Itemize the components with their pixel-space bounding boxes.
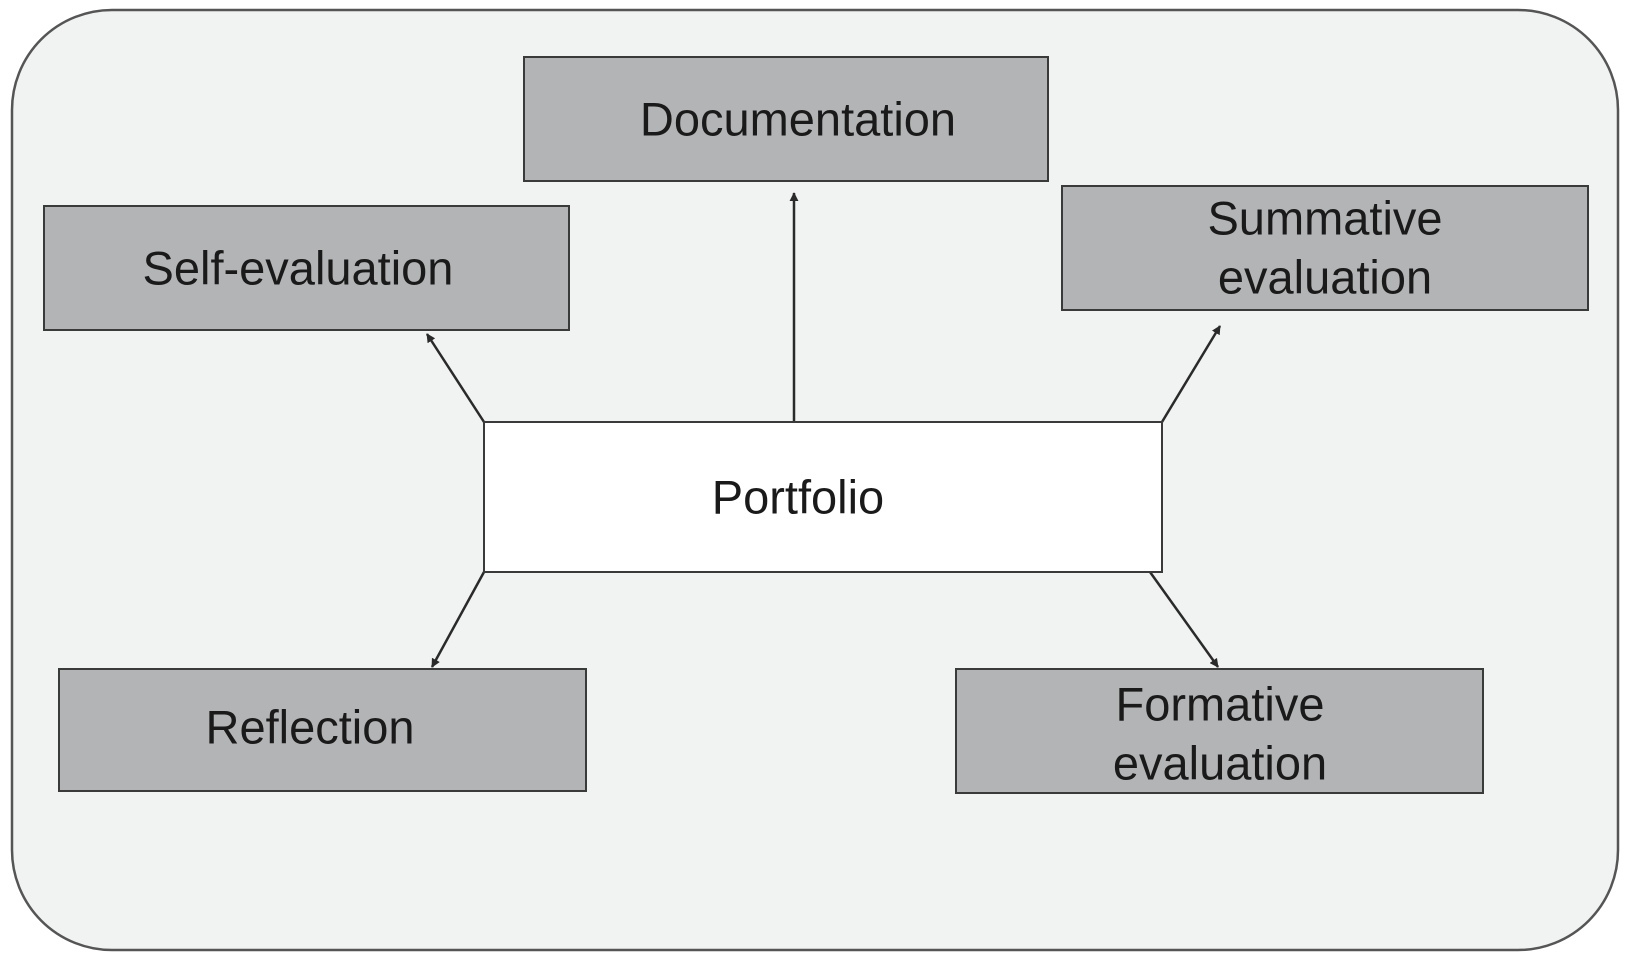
- connector-reflection: [430, 571, 486, 668]
- node-self-evaluation-label: Self-evaluation: [143, 242, 454, 295]
- node-formative-evaluation-box: [955, 668, 1484, 794]
- node-reflection: Reflection: [58, 668, 587, 792]
- node-reflection-label: Reflection: [206, 701, 415, 754]
- node-reflection-box: [58, 668, 587, 792]
- connector-summative-evaluation: [1160, 325, 1222, 423]
- node-summative-evaluation: Summative evaluation: [1061, 185, 1589, 311]
- node-documentation: Documentation: [523, 56, 1049, 182]
- node-documentation-label: Documentation: [640, 93, 956, 146]
- node-formative-evaluation-label-line2: evaluation: [1113, 737, 1327, 790]
- node-self-evaluation-box: [43, 205, 570, 331]
- node-portfolio-label: Portfolio: [712, 471, 884, 524]
- node-summative-evaluation-label-line1: Summative: [1207, 192, 1442, 245]
- node-documentation-box: [523, 56, 1049, 182]
- node-formative-evaluation-label-line1: Formative: [1116, 678, 1325, 731]
- node-formative-evaluation: Formative evaluation: [955, 668, 1484, 794]
- node-summative-evaluation-box: [1061, 185, 1589, 311]
- node-summative-evaluation-label-line2: evaluation: [1218, 251, 1432, 304]
- connectors: [425, 192, 1222, 668]
- node-self-evaluation: Self-evaluation: [43, 205, 570, 331]
- connector-formative-evaluation: [1148, 571, 1220, 668]
- node-portfolio-box: [483, 421, 1163, 573]
- connector-self-evaluation: [425, 333, 486, 423]
- node-portfolio: Portfolio: [483, 421, 1163, 573]
